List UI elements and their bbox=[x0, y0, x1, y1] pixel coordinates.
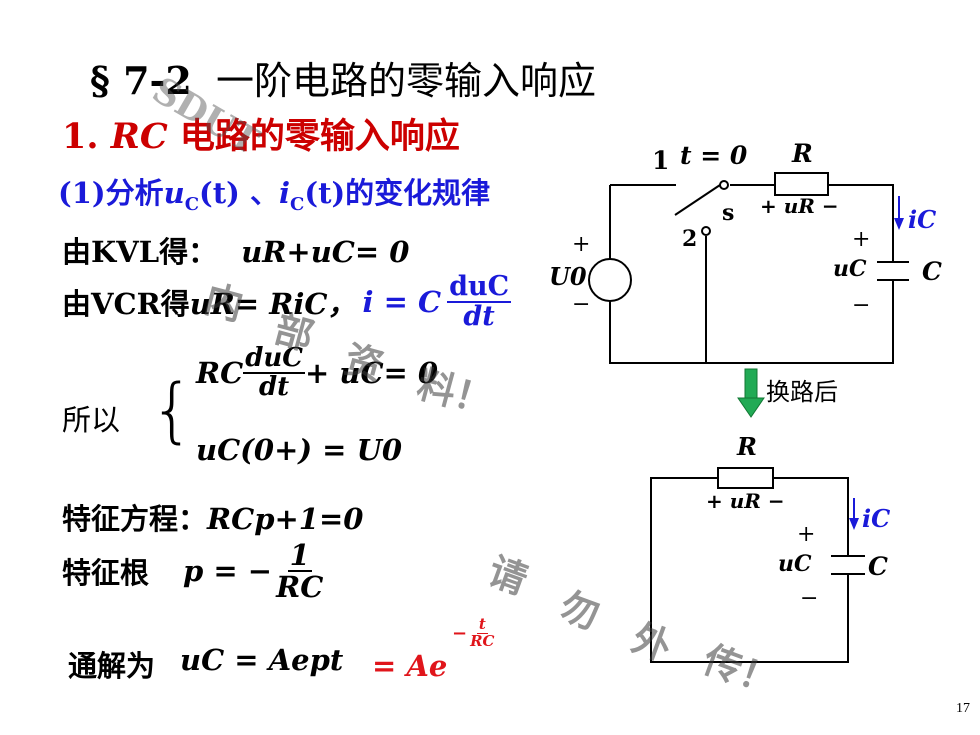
node-1-label: 1 bbox=[652, 146, 669, 175]
vcr-equation-2: i = C bbox=[362, 285, 442, 320]
vcr-fraction: duC dt bbox=[447, 271, 512, 333]
sys-label: 所以 bbox=[62, 403, 121, 437]
switch-terminal-1 bbox=[719, 180, 729, 190]
subtitle-analysis: (1)分析uC(t) 、iC(t)的变化规律 bbox=[58, 170, 490, 215]
u0-plus: + bbox=[572, 232, 590, 257]
kvl-label: 由KVL得： bbox=[62, 235, 218, 269]
general-exponent: − t RC bbox=[452, 615, 495, 650]
current-arrowhead-2 bbox=[849, 518, 859, 530]
uc2-minus: − bbox=[800, 586, 818, 611]
subtitle-rc: 1. RC 电路的零输入响应 bbox=[62, 108, 460, 159]
node-2-label: 2 bbox=[682, 226, 697, 252]
u0-label: U0 bbox=[549, 262, 587, 291]
exponent-sign: − bbox=[452, 622, 468, 644]
kvl-equation: uR+uC= 0 bbox=[241, 235, 410, 269]
sys-eq1-pre: RC bbox=[196, 356, 244, 391]
ur2-label: + uR − bbox=[706, 489, 785, 513]
general-equation-1: uC = Aept bbox=[180, 643, 344, 677]
c1-label: C bbox=[922, 257, 942, 286]
uc1-label: uC bbox=[833, 256, 867, 282]
ic2-label: iC bbox=[862, 504, 890, 533]
exponent-denominator: RC bbox=[470, 631, 495, 650]
char-eq-equation: RCp+1=0 bbox=[207, 502, 364, 536]
circuit-1-wires bbox=[609, 184, 894, 364]
vcr-numerator: duC bbox=[447, 271, 512, 304]
char-root-lhs: p = − bbox=[183, 554, 273, 589]
char-eq-label: 特征方程： bbox=[62, 502, 208, 536]
vcr-denominator: dt bbox=[463, 301, 495, 333]
subtitle-text: 电路的零输入响应 bbox=[167, 116, 460, 157]
exponent-numerator: t bbox=[476, 615, 488, 634]
uc1-plus: + bbox=[852, 227, 870, 252]
char-eq-line: 特征方程：RCp+1=0 bbox=[62, 496, 363, 538]
vcr-line: 由VCR得 uR= RiC， i = C duC dt bbox=[62, 271, 512, 333]
section-number: § 7-2 bbox=[90, 58, 192, 103]
uc1-minus: − bbox=[852, 293, 870, 318]
char-root-label: 特征根 bbox=[62, 556, 150, 591]
transition-arrow-body bbox=[744, 368, 758, 400]
sys-fraction: duC dt bbox=[243, 343, 305, 403]
resistor-2 bbox=[717, 467, 774, 489]
r2-label: R bbox=[736, 432, 757, 461]
sys-equation-1: RC duC dt + uC= 0 bbox=[196, 343, 439, 403]
analysis-pre: (1)分析 bbox=[58, 176, 164, 210]
sys-equation-2: uC(0+) = U0 bbox=[196, 433, 403, 467]
analysis-u: u bbox=[163, 176, 185, 210]
sys-eq1-post: + uC= 0 bbox=[304, 356, 439, 391]
transition-arrow-head bbox=[737, 397, 765, 418]
general-equation-2: = Ae bbox=[372, 649, 448, 683]
vcr-equation-1: uR= RiC， bbox=[189, 287, 357, 322]
uc2-label: uC bbox=[778, 551, 812, 577]
char-root-numerator: 1 bbox=[287, 538, 312, 573]
char-root-denominator: RC bbox=[276, 570, 324, 605]
analysis-post: (t)的变化规律 bbox=[304, 176, 491, 210]
sys-numerator: duC bbox=[243, 343, 305, 375]
analysis-usub: C bbox=[184, 193, 200, 215]
voltage-source bbox=[588, 258, 632, 302]
char-root-line: 特征根 p = − 1 RC bbox=[62, 540, 323, 603]
c2-label: C bbox=[868, 552, 888, 581]
transition-label: 换路后 bbox=[766, 378, 838, 406]
subtitle-rc-label: RC bbox=[110, 116, 168, 157]
sys-denominator: dt bbox=[258, 372, 290, 403]
uc2-plus: + bbox=[797, 522, 815, 547]
kvl-line: 由KVL得： uR+uC= 0 bbox=[62, 229, 409, 271]
circuit-2-wires bbox=[650, 477, 849, 663]
ur1-label: + uR − bbox=[760, 194, 839, 218]
analysis-i: i bbox=[278, 176, 291, 210]
switch-terminal-2 bbox=[701, 226, 711, 236]
t0-label: t = 0 bbox=[680, 141, 748, 170]
section-title: 一阶电路的零输入响应 bbox=[215, 59, 596, 103]
page-number: 17 bbox=[956, 701, 970, 716]
r1-label: R bbox=[791, 139, 813, 168]
subtitle-prefix: 1. bbox=[62, 116, 111, 157]
exponent-fraction: t RC bbox=[470, 615, 495, 650]
switch-label: s bbox=[722, 200, 734, 226]
current-arrowhead-1 bbox=[894, 218, 904, 230]
analysis-mid: (t) 、 bbox=[199, 176, 279, 210]
char-root-fraction: 1 RC bbox=[276, 540, 323, 603]
u0-minus: − bbox=[572, 292, 590, 317]
ic1-label: iC bbox=[908, 205, 936, 234]
brace: { bbox=[150, 369, 195, 451]
analysis-isub: C bbox=[290, 193, 305, 215]
vcr-label: 由VCR得 bbox=[62, 287, 190, 322]
resistor-1 bbox=[774, 172, 829, 196]
slide-title: § 7-2 一阶电路的零输入响应 bbox=[90, 50, 596, 105]
general-label: 通解为 bbox=[68, 649, 156, 683]
